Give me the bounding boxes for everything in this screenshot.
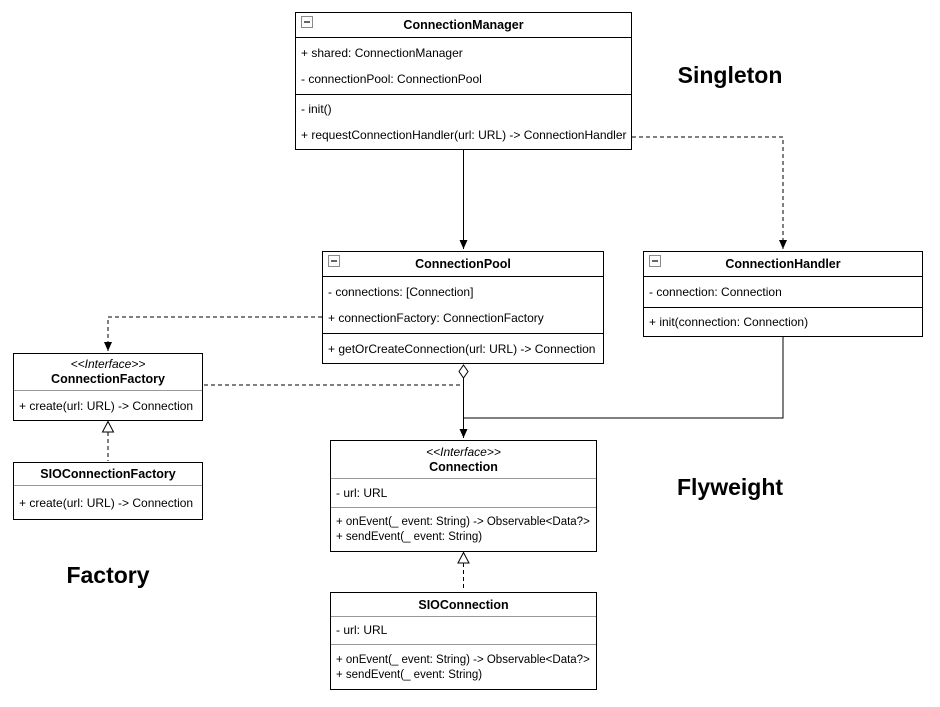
attribute-line: + connectionFactory: ConnectionFactory xyxy=(328,311,544,325)
class-name: ConnectionManager xyxy=(403,18,524,32)
attribute-line: - connectionPool: ConnectionPool xyxy=(301,72,482,86)
edge-manager-to-handler xyxy=(632,136,787,249)
stereotype-label: <<Interface>> xyxy=(70,357,146,371)
methods-section: + init(connection: Connection) xyxy=(644,308,922,336)
class-connection[interactable]: <<Interface>> Connection - url: URL + on… xyxy=(330,440,597,552)
methods-section: + create(url: URL) -> Connection xyxy=(14,391,202,420)
class-sio-connection-factory[interactable]: SIOConnectionFactory + create(url: URL) … xyxy=(13,462,203,520)
attribute-line: - connections: [Connection] xyxy=(328,285,474,299)
stereotype-label: <<Interface>> xyxy=(426,444,501,459)
methods-section: + onEvent(_ event: String) -> Observable… xyxy=(331,645,596,689)
class-title-bar: ConnectionHandler xyxy=(644,252,922,277)
method-line: + init(connection: Connection) xyxy=(649,315,809,329)
realization-triangle-factory xyxy=(101,420,115,433)
attribute-line: + shared: ConnectionManager xyxy=(301,46,463,60)
method-line: + create(url: URL) -> Connection xyxy=(19,496,194,510)
attributes-section: - connections: [Connection] + connection… xyxy=(323,277,603,334)
method-line: - init() xyxy=(301,102,332,116)
class-title-bar: <<Interface>> ConnectionFactory xyxy=(14,354,202,391)
attributes-section: + shared: ConnectionManager - connection… xyxy=(296,38,631,95)
methods-section: + create(url: URL) -> Connection xyxy=(14,486,202,519)
attribute-line: - url: URL xyxy=(336,623,388,637)
pattern-label-factory: Factory xyxy=(66,562,150,588)
edge-handler-to-connection xyxy=(464,337,784,419)
class-name: SIOConnection xyxy=(418,597,509,612)
class-name: ConnectionHandler xyxy=(725,257,841,271)
method-line: + requestConnectionHandler(url: URL) -> … xyxy=(301,128,627,142)
class-title-bar: ConnectionManager xyxy=(296,13,631,38)
method-line: + create(url: URL) -> Connection xyxy=(19,398,194,413)
aggregation-diamond xyxy=(458,364,469,379)
class-sio-connection[interactable]: SIOConnection - url: URL + onEvent(_ eve… xyxy=(330,592,597,690)
methods-section: + onEvent(_ event: String) -> Observable… xyxy=(331,508,596,551)
attributes-section: - url: URL xyxy=(331,479,596,508)
class-connection-factory[interactable]: <<Interface>> ConnectionFactory + create… xyxy=(13,353,203,421)
class-title-bar: SIOConnectionFactory xyxy=(14,463,202,486)
pattern-label-singleton: Singleton xyxy=(677,62,783,88)
method-line: + onEvent(_ event: String) -> Observable… xyxy=(336,515,590,528)
method-line: + sendEvent(_ event: String) xyxy=(336,669,483,681)
methods-section: - init() + requestConnectionHandler(url:… xyxy=(296,95,631,149)
method-line: + sendEvent(_ event: String) xyxy=(336,530,483,543)
class-name: ConnectionFactory xyxy=(51,372,165,386)
methods-section: + getOrCreateConnection(url: URL) -> Con… xyxy=(323,334,603,363)
attribute-line: - connection: Connection xyxy=(649,285,782,299)
class-title-bar: ConnectionPool xyxy=(323,252,603,277)
attributes-section: - url: URL xyxy=(331,617,596,645)
class-connection-pool[interactable]: ConnectionPool - connections: [Connectio… xyxy=(322,251,604,364)
method-line: + onEvent(_ event: String) -> Observable… xyxy=(336,654,590,666)
class-title-bar: SIOConnection xyxy=(331,593,596,617)
class-connection-manager[interactable]: ConnectionManager + shared: ConnectionMa… xyxy=(295,12,632,150)
collapse-icon[interactable] xyxy=(328,255,340,267)
class-name: ConnectionPool xyxy=(415,257,511,271)
class-name: Connection xyxy=(429,459,498,474)
class-title-bar: <<Interface>> Connection xyxy=(331,441,596,479)
realization-triangle-connection xyxy=(457,551,470,564)
edge-pool-to-factory xyxy=(104,316,322,351)
method-line: + getOrCreateConnection(url: URL) -> Con… xyxy=(328,341,596,356)
pattern-label-flyweight: Flyweight xyxy=(676,474,784,500)
collapse-icon[interactable] xyxy=(301,16,313,28)
attribute-line: - url: URL xyxy=(336,485,388,500)
class-name: SIOConnectionFactory xyxy=(40,467,176,481)
class-connection-handler[interactable]: ConnectionHandler - connection: Connecti… xyxy=(643,251,923,337)
collapse-icon[interactable] xyxy=(649,255,661,267)
attributes-section: - connection: Connection xyxy=(644,277,922,308)
